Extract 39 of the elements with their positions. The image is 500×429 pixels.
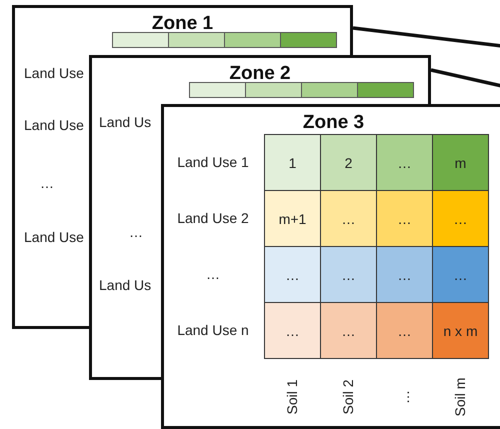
column-label: … — [396, 389, 412, 406]
zone-panel — [12, 5, 353, 55]
row-label: Land Us — [99, 114, 152, 130]
column-label: Soil 2 — [340, 378, 356, 417]
matrix-cell: … — [376, 246, 433, 303]
column-label: Soil m — [452, 376, 468, 418]
matrix-cell: … — [376, 134, 433, 191]
matrix-cell: … — [320, 302, 377, 359]
row-label: Land Use — [24, 65, 84, 81]
column-label: Soil 1 — [284, 378, 300, 417]
matrix-cell: … — [264, 302, 321, 359]
matrix-cell: … — [264, 246, 321, 303]
zone-title: Zone 3 — [302, 112, 366, 134]
matrix-cell: n x m — [432, 302, 489, 359]
row-label: … — [129, 224, 143, 240]
matrix-cell: … — [432, 190, 489, 247]
matrix-cell: m+1 — [264, 190, 321, 247]
row-label: Land Use 2 — [176, 210, 250, 226]
matrix-cell: 2 — [320, 134, 377, 191]
connector-line — [352, 26, 500, 48]
row-label: Land Use — [24, 117, 84, 133]
row-label: Land Use 1 — [176, 154, 250, 170]
matrix-cell: … — [320, 246, 377, 303]
row-label: Land Use n — [176, 322, 250, 338]
row-label: … — [40, 175, 54, 191]
matrix-cell: … — [376, 302, 433, 359]
zone-panel — [89, 55, 431, 104]
zone-title: Zone 2 — [228, 63, 292, 85]
connector-line — [430, 68, 500, 88]
matrix-cell: … — [320, 190, 377, 247]
matrix-cell: 1 — [264, 134, 321, 191]
row-label: Land Us — [99, 277, 152, 293]
row-label: Land Use — [24, 229, 84, 245]
matrix-cell: … — [432, 246, 489, 303]
matrix-cell: m — [432, 134, 489, 191]
matrix-cell: … — [376, 190, 433, 247]
zone-title: Zone 1 — [150, 13, 214, 35]
zone-panel — [161, 104, 500, 429]
row-label: … — [205, 266, 221, 282]
